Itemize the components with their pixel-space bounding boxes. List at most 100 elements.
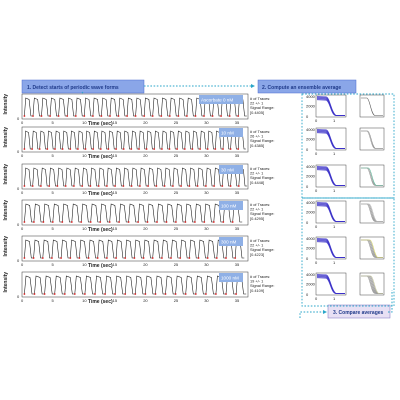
x-tick-label: 35 [235,153,240,158]
x-tick-label: 15 [113,190,118,195]
row-info-traces-label: # of Traces: [250,96,270,101]
onset-marker [81,185,84,187]
onset-marker [100,115,103,117]
waveform-trace [24,203,243,223]
x-tick-label: 0 [21,298,24,303]
onset-marker [143,115,146,117]
onset-marker [134,293,137,295]
x-tick-label: 35 [235,120,240,125]
onset-marker [99,148,102,150]
onset-marker [197,257,200,259]
onset-marker [154,293,157,295]
x-tick-label: 30 [204,226,209,231]
step-3-label: 3. Compare averages [327,304,391,319]
ensemble-y-tick: 4000 [306,164,316,169]
x-tick-label: 15 [113,120,118,125]
onset-marker [214,148,217,150]
onset-marker [160,115,163,117]
x-tick-label: 25 [174,153,179,158]
onset-marker [168,148,171,150]
onset-marker [153,148,156,150]
ensemble-x-tick: 1 [333,118,336,123]
onset-marker [145,148,148,150]
row-info-range-label: Signal Range: [250,283,274,288]
onset-marker [73,293,76,295]
trace-plot-frame [21,271,249,298]
onset-marker [109,115,111,117]
condition-label: 100 nM [221,203,236,208]
condition-box [219,237,243,246]
x-tick-label: 35 [235,190,240,195]
ensemble-x-tick: 1 [333,188,336,193]
onset-marker [117,115,120,117]
onset-marker [186,115,188,117]
compare-plot-frame [359,94,385,118]
x-axis-label: Time (sec) [88,263,113,269]
onset-marker [188,185,191,187]
x-tick-label: 35 [235,262,240,267]
onset-marker [23,148,26,150]
ensemble-x-tick: 1 [333,151,336,156]
onset-marker [56,185,59,187]
y-axis-label: Intensity [3,200,9,221]
onset-marker [23,221,26,223]
x-tick-label: 15 [113,226,118,231]
onset-marker [70,221,73,223]
x-tick-label: 25 [174,190,179,195]
ensemble-x-tick: 0 [315,224,318,229]
onset-marker [127,221,130,223]
row-info-traces-label: # of Traces: [250,274,270,279]
step-2-label: 2. Compute an ensemble average [257,79,357,94]
onset-marker [94,293,96,295]
x-tick-label: 25 [174,262,179,267]
row-info-traces-value: 22 +/- 1 [250,171,263,176]
onset-marker [163,185,166,187]
onset-marker [144,293,147,295]
onset-marker [40,185,42,187]
x-tick-label: 0 [21,226,24,231]
onset-marker [133,257,136,259]
y-axis-label: Intensity [3,272,9,293]
onset-marker [54,148,56,150]
onset-marker [199,148,202,150]
y-tick-label: 0 [17,222,20,227]
x-axis-label: Time (sec) [88,227,113,233]
arrow-compare-right [388,290,393,313]
y-tick-label: 0 [17,294,20,299]
onset-marker [142,257,145,259]
y-tick-label: 0 [17,258,20,263]
onset-marker [228,115,231,117]
x-tick-label: 15 [113,298,118,303]
condition-box [219,165,243,174]
row-info-range-value: [0.4385] [250,143,264,148]
onset-marker [175,221,177,223]
row-info-traces-value: 26 +/- 1 [250,134,263,139]
condition-box [219,128,243,137]
onset-marker [196,185,199,187]
condition-label: 30 nM [221,167,234,172]
onset-marker [225,257,227,259]
ensemble-y-tick: 4000 [306,127,316,132]
onset-marker [89,221,92,223]
onset-marker [229,148,232,150]
ensemble-trace [316,277,345,294]
y-axis-label: Intensity [3,236,9,257]
onset-marker [114,185,116,187]
row-info-traces-value: 19 +/- 1 [250,279,263,284]
onset-marker [212,221,215,223]
ensemble-x-tick: 0 [315,296,318,301]
row-info-range-value: [0.4109] [250,288,264,293]
x-axis-label: Time (sec) [88,191,113,197]
x-tick-label: 25 [174,120,179,125]
onset-marker [174,293,177,295]
row-info-range-value: [0.4405] [250,110,264,115]
x-tick-label: 20 [143,190,148,195]
row-info-range-value: [0.4448] [250,180,264,185]
compare-plot-frame [359,127,385,151]
x-tick-label: 25 [174,226,179,231]
onset-marker [170,257,172,259]
onset-marker [74,115,77,117]
row-info-range-label: Signal Range: [250,105,274,110]
